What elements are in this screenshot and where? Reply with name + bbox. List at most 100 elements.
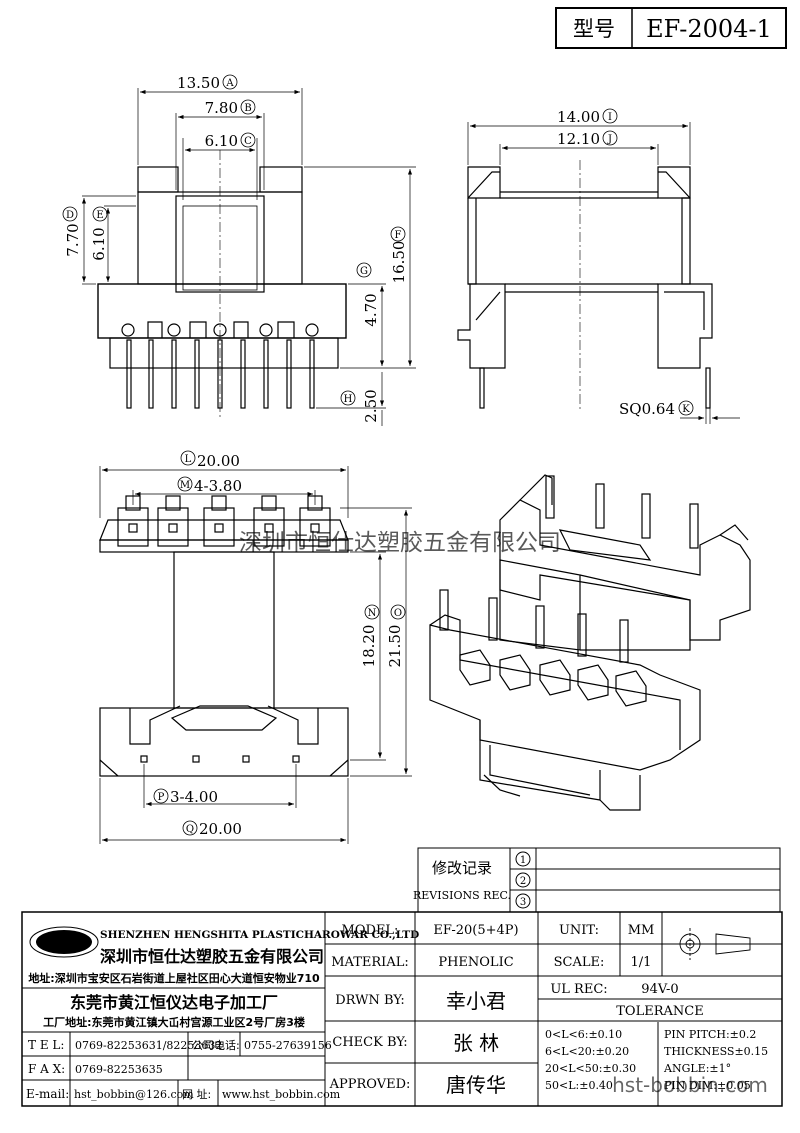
side-dimension-labels: 14.00 I 12.10 J SQ0.64 K bbox=[557, 108, 694, 418]
email-value[interactable]: hst_bobbin@126.com bbox=[74, 1088, 194, 1101]
model-field-value: EF-20(5+4P) bbox=[433, 923, 518, 938]
dim-l-marker: L bbox=[185, 454, 192, 465]
dim-b-value: 7.80 bbox=[205, 99, 238, 117]
web-label: 网 址: bbox=[182, 1087, 211, 1101]
scale-field-value: 1/1 bbox=[631, 955, 652, 970]
dim-g-marker: G bbox=[360, 266, 368, 277]
bottom-dimensions bbox=[99, 466, 412, 844]
pin-dim-tolerance: PIN DIM:±0.05 bbox=[664, 1079, 751, 1092]
footer-watermark: hst-bobbin.com bbox=[612, 1073, 768, 1097]
dim-l-value: 20.00 bbox=[197, 452, 240, 470]
model-number: EF-2004-1 bbox=[646, 15, 772, 43]
dim-h-value: 2.50 bbox=[362, 389, 380, 422]
dim-p-marker: P bbox=[158, 792, 165, 803]
revisions-label-cn: 修改记录 bbox=[432, 859, 492, 877]
front-pins bbox=[126, 339, 315, 409]
tolerance-label: TOLERANCE bbox=[616, 1004, 703, 1019]
company-phone-value[interactable]: 0755-27639156 bbox=[244, 1039, 332, 1052]
tel-label: T E L: bbox=[28, 1038, 64, 1052]
isometric-view bbox=[429, 474, 751, 811]
approved-field-label: APPROVED: bbox=[329, 1077, 411, 1092]
dim-c-value: 6.10 bbox=[205, 132, 238, 150]
dim-k-value: SQ0.64 bbox=[619, 400, 675, 418]
fax-label: F A X: bbox=[28, 1062, 65, 1076]
revision-row-1: 1 bbox=[520, 855, 526, 866]
dim-o-value: 21.50 bbox=[386, 625, 404, 668]
model-field-label: MODEL: bbox=[342, 923, 399, 938]
company-address: 地址:深圳市宝安区石岩街道上屋社区田心大道恒安物业710 bbox=[28, 971, 320, 985]
front-dimensions bbox=[81, 88, 416, 426]
material-field-label: MATERIAL: bbox=[331, 955, 408, 970]
bottom-pin-tabs bbox=[117, 495, 331, 547]
pin-pitch-tolerance: PIN PITCH:±0.2 bbox=[664, 1028, 756, 1041]
dim-b-marker: B bbox=[244, 103, 251, 114]
company-name-cn: 深圳市恒仕达塑胶五金有限公司 bbox=[100, 947, 324, 966]
dim-d-value: 7.70 bbox=[64, 223, 82, 256]
web-value[interactable]: www.hst_bobbin.com bbox=[222, 1088, 341, 1101]
ul-field-value: 94V-0 bbox=[641, 982, 678, 997]
dim-i-marker: I bbox=[608, 112, 612, 123]
dim-o-marker: O bbox=[394, 608, 402, 619]
company-logo: HST bbox=[29, 926, 99, 958]
projection-symbol-icon bbox=[674, 928, 756, 960]
logo-text: HST bbox=[51, 936, 78, 949]
dim-q-marker: Q bbox=[186, 824, 194, 835]
dim-k-marker: K bbox=[682, 404, 690, 415]
dim-g-value: 4.70 bbox=[362, 293, 380, 326]
side-view bbox=[457, 160, 713, 410]
unit-field-label: UNIT: bbox=[559, 923, 599, 938]
company-name-en: SHENZHEN HENGSHITA PLASTICHAROWAR CO.,LT… bbox=[100, 929, 419, 941]
tolerance-4: 50<L:±0.40 bbox=[545, 1079, 613, 1092]
dim-h-marker: H bbox=[344, 394, 353, 405]
company-phone-label: 公司电话: bbox=[192, 1039, 240, 1052]
ul-field-label: UL REC: bbox=[550, 982, 607, 997]
drawn-field-value: 幸小君 bbox=[446, 989, 506, 1013]
scale-field-label: SCALE: bbox=[554, 955, 605, 970]
title-block-fields: MODEL: EF-20(5+4P) MATERIAL: PHENOLIC DR… bbox=[329, 923, 769, 1097]
dim-j-marker: J bbox=[607, 134, 612, 145]
dim-a-marker: A bbox=[225, 78, 234, 89]
dim-e-value: 6.10 bbox=[90, 227, 108, 260]
watermark: 深圳市恒仕达塑胶五金有限公司 bbox=[239, 530, 561, 556]
tel-value[interactable]: 0769-82253631/82253632 bbox=[75, 1039, 222, 1052]
dim-a-value: 13.50 bbox=[177, 74, 220, 92]
factory-name: 东莞市黄江恒仪达电子加工厂 bbox=[70, 993, 278, 1012]
dim-n-value: 18.20 bbox=[360, 625, 378, 668]
dim-q-value: 20.00 bbox=[199, 820, 242, 838]
side-dimensions bbox=[467, 122, 740, 424]
revisions-label-en: REVISIONS REC. bbox=[413, 889, 511, 902]
angle-tolerance: ANGLE:±1° bbox=[663, 1062, 731, 1075]
tolerance-2: 6<L<20:±0.20 bbox=[545, 1045, 629, 1058]
front-dimension-labels: 13.50 A 7.80 B 6.10 C 7.70 D 6.10 E 16.5… bbox=[62, 74, 408, 423]
drawn-field-label: DRWN BY: bbox=[335, 993, 404, 1008]
title-block-grid bbox=[21, 911, 783, 1107]
unit-field-value: MM bbox=[628, 923, 655, 938]
fax-value[interactable]: 0769-82253635 bbox=[75, 1063, 163, 1076]
bottom-dimension-labels: L 20.00 M 4-3.80 N 18.20 O 21.50 P 3-4.0… bbox=[153, 450, 406, 838]
front-view bbox=[97, 150, 347, 420]
check-field-label: CHECK BY: bbox=[332, 1035, 407, 1050]
bottom-view bbox=[99, 495, 349, 777]
approved-field-value: 唐传华 bbox=[446, 1073, 506, 1097]
email-label: E-mail: bbox=[26, 1087, 69, 1101]
thickness-tolerance: THICKNESS±0.15 bbox=[664, 1045, 768, 1058]
dim-e-marker: E bbox=[96, 210, 103, 221]
dim-n-marker: N bbox=[368, 608, 377, 619]
dim-m-marker: M bbox=[180, 480, 190, 491]
factory-address: 工厂地址:东莞市黄江镇大屲村宫源工业区2号厂房3楼 bbox=[43, 1015, 305, 1029]
revision-row-2: 2 bbox=[520, 876, 526, 887]
revisions-table bbox=[417, 847, 781, 913]
dim-f-marker: F bbox=[395, 230, 402, 241]
tolerance-3: 20<L<50:±0.30 bbox=[545, 1062, 636, 1075]
dim-p-value: 3-4.00 bbox=[170, 788, 218, 806]
dim-m-value: 4-3.80 bbox=[194, 477, 242, 495]
model-label: 型号 bbox=[573, 17, 615, 41]
dim-c-marker: C bbox=[244, 136, 252, 147]
tolerance-1: 0<L<6:±0.10 bbox=[545, 1028, 622, 1041]
material-field-value: PHENOLIC bbox=[438, 955, 513, 970]
check-field-value: 张 林 bbox=[453, 1031, 499, 1055]
revision-row-3: 3 bbox=[520, 897, 526, 908]
dim-d-marker: D bbox=[66, 210, 74, 221]
